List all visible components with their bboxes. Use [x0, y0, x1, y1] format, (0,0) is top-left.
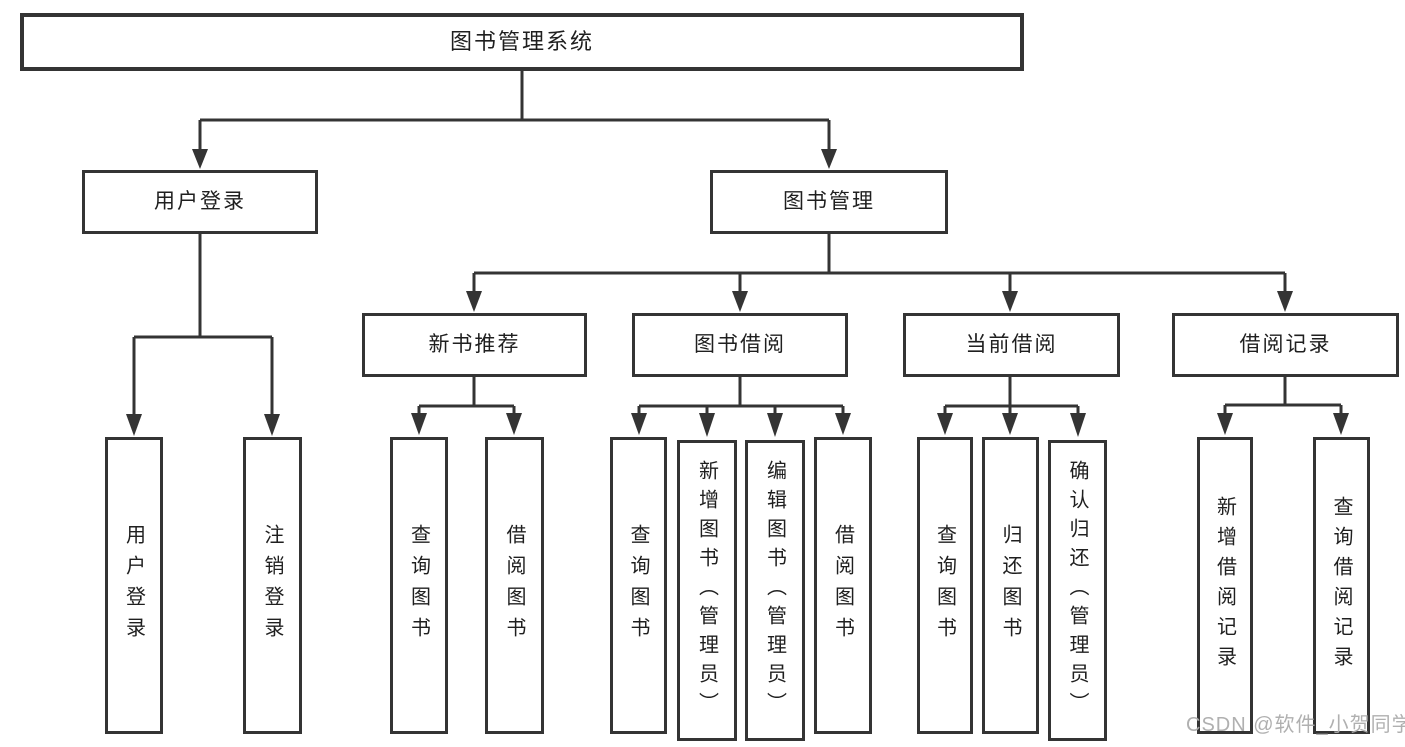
leaf-query-borrow-record: 查询借阅记录	[1313, 437, 1370, 734]
arrow-down-icon	[937, 413, 953, 435]
connector-lines	[132, 70, 1343, 416]
arrow-down-icon	[192, 149, 208, 169]
leaf-user-login: 用户登录	[105, 437, 163, 734]
arrow-down-icon	[264, 414, 280, 436]
leaf-return-book: 归还图书	[982, 437, 1039, 734]
arrow-down-icon	[466, 291, 482, 312]
arrow-down-icon	[506, 413, 522, 435]
arrow-down-icon	[835, 413, 851, 435]
node-borrow-records: 借阅记录	[1172, 313, 1399, 377]
arrowheads	[126, 149, 1349, 437]
arrow-down-icon	[1333, 413, 1349, 435]
leaf-edit-book-admin: 编辑图书（管理员）	[745, 440, 805, 741]
arrow-down-icon	[821, 149, 837, 169]
node-book-management: 图书管理	[710, 170, 948, 234]
leaf-add-borrow-record: 新增借阅记录	[1197, 437, 1253, 734]
csdn-watermark: CSDN @软件_小贺同学	[1186, 714, 1405, 736]
arrow-down-icon	[1217, 413, 1233, 435]
leaf-confirm-return-admin: 确认归还（管理员）	[1048, 440, 1107, 741]
node-user-login: 用户登录	[82, 170, 318, 234]
node-library-management-system: 图书管理系统	[20, 13, 1024, 71]
arrow-down-icon	[126, 414, 142, 436]
node-current-borrow: 当前借阅	[903, 313, 1120, 377]
arrow-down-icon	[631, 413, 647, 435]
node-new-book-recommend: 新书推荐	[362, 313, 587, 377]
arrow-down-icon	[732, 291, 748, 312]
arrow-down-icon	[699, 413, 715, 437]
leaf-logout: 注销登录	[243, 437, 302, 734]
leaf-add-book-admin: 新增图书（管理员）	[677, 440, 737, 741]
leaf-query-books-current: 查询图书	[917, 437, 973, 734]
arrow-down-icon	[1277, 291, 1293, 312]
arrow-down-icon	[1002, 413, 1018, 435]
node-book-borrow: 图书借阅	[632, 313, 848, 377]
arrow-down-icon	[1002, 291, 1018, 312]
arrow-down-icon	[411, 413, 427, 435]
leaf-query-books-borrow: 查询图书	[610, 437, 667, 734]
arrow-down-icon	[767, 413, 783, 437]
arrow-down-icon	[1070, 413, 1086, 437]
leaf-borrow-books: 借阅图书	[814, 437, 872, 734]
leaf-query-books-recommend: 查询图书	[390, 437, 448, 734]
leaf-borrow-books-recommend: 借阅图书	[485, 437, 544, 734]
